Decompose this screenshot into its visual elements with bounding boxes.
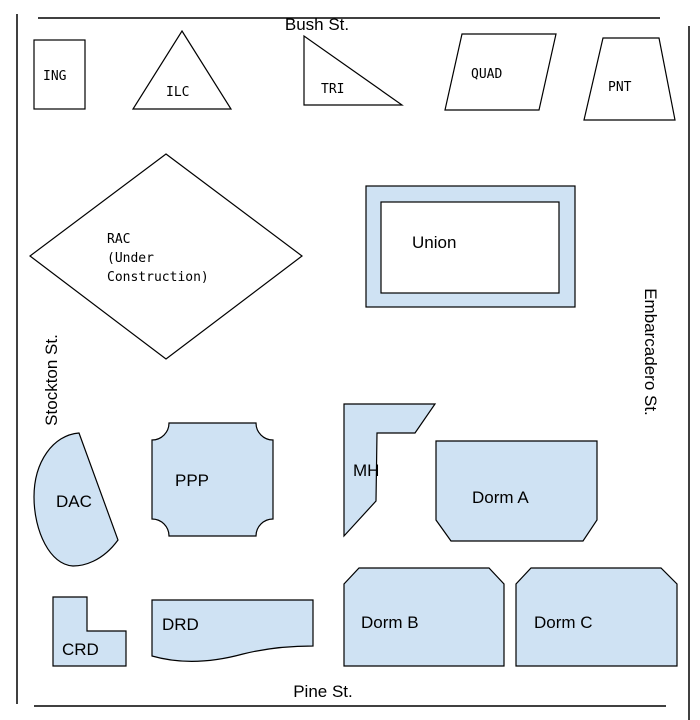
building-mh-label: MH <box>353 461 379 480</box>
building-rac-label-line-1: RAC <box>107 232 130 247</box>
building-dac-shape <box>33 432 119 567</box>
building-tri-shape <box>303 34 404 106</box>
building-mh-shape <box>343 403 437 538</box>
building-ppp[interactable]: PPP <box>151 422 274 537</box>
building-dorm-a-label: Dorm A <box>472 488 529 507</box>
building-drd[interactable]: DRD <box>151 599 314 662</box>
building-dorm-a[interactable]: Dorm A <box>435 440 598 542</box>
building-dorm-c-label: Dorm C <box>534 613 593 632</box>
building-rac-label: RAC (Under Construction) <box>107 232 209 285</box>
building-drd-label: DRD <box>162 615 199 634</box>
building-union-label: Union <box>412 233 456 252</box>
building-dorm-c[interactable]: Dorm C <box>515 567 678 667</box>
building-pnt-shape <box>583 37 676 121</box>
building-crd-label: CRD <box>62 640 99 659</box>
building-mh[interactable]: MH <box>343 403 437 538</box>
building-dorm-c-shape <box>515 567 678 667</box>
building-dorm-b[interactable]: Dorm B <box>343 567 505 667</box>
building-quad-shape <box>444 33 557 111</box>
building-ilc[interactable]: ILC <box>131 29 233 110</box>
building-union-inner <box>380 201 560 294</box>
building-rac-label-line-3: Construction) <box>107 270 209 285</box>
building-ilc-shape <box>131 29 233 110</box>
building-ppp-shape <box>151 422 274 537</box>
building-dorm-b-label: Dorm B <box>361 613 419 632</box>
building-tri[interactable]: TRI <box>303 34 404 106</box>
building-rac-label-line-2: (Under <box>107 251 154 266</box>
building-pnt[interactable]: PNT <box>583 37 676 121</box>
building-drd-shape <box>151 599 314 662</box>
embarcadero-street-label: Embarcadero St. <box>641 288 660 416</box>
building-ppp-label: PPP <box>175 471 209 490</box>
building-ing-label: ING <box>43 69 67 84</box>
building-ing-shape <box>33 39 86 110</box>
building-dorm-a-shape <box>435 440 598 542</box>
bush-street-label: Bush St. <box>285 15 349 34</box>
building-dorm-b-shape <box>343 567 505 667</box>
building-crd[interactable]: CRD <box>52 596 127 667</box>
stockton-street-label: Stockton St. <box>42 334 61 426</box>
building-dac[interactable]: DAC <box>33 432 119 567</box>
building-crd-shape <box>52 596 127 667</box>
building-union[interactable]: Union <box>365 185 576 308</box>
building-ilc-label: ILC <box>166 85 189 100</box>
building-tri-label: TRI <box>321 82 344 97</box>
building-ing[interactable]: ING <box>33 39 86 110</box>
building-rac[interactable]: RAC (Under Construction) <box>29 153 303 360</box>
building-rac-shape <box>29 153 303 360</box>
building-quad[interactable]: QUAD <box>444 33 557 111</box>
pine-street-label: Pine St. <box>293 682 353 701</box>
building-dac-label: DAC <box>56 492 92 511</box>
building-pnt-label: PNT <box>608 80 632 95</box>
building-quad-label: QUAD <box>471 67 502 82</box>
